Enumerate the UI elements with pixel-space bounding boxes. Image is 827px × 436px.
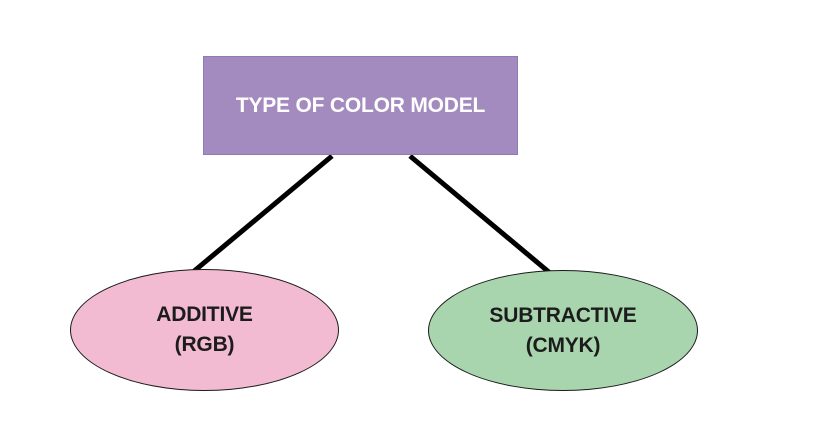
additive-node-title: ADDITIVE: [156, 303, 253, 326]
root-node-label: TYPE OF COLOR MODEL: [235, 94, 486, 117]
connector-left: [191, 154, 334, 274]
subtractive-node-subtitle: (CMYK): [525, 333, 601, 357]
connector-right: [408, 154, 552, 275]
additive-node-subtitle: (RGB): [174, 333, 235, 356]
root-node-box: TYPE OF COLOR MODEL: [203, 56, 518, 155]
subtractive-node-title: SUBTRACTIVE: [489, 303, 637, 327]
subtractive-node: SUBTRACTIVE (CMYK): [428, 270, 698, 391]
additive-node: ADDITIVE (RGB): [70, 269, 339, 391]
